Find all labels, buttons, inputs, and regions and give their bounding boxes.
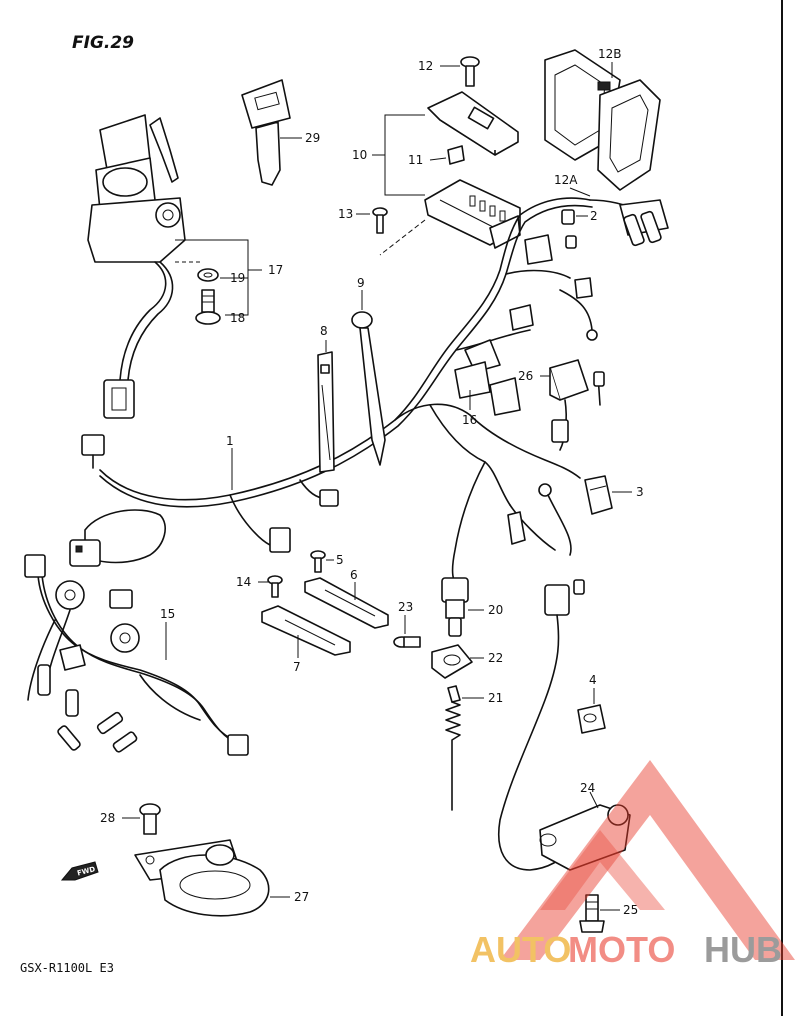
- callout-10: 10: [352, 148, 367, 162]
- callout-14: 14: [236, 575, 251, 589]
- watermark-text-moto: MOTO: [568, 929, 675, 970]
- key-29: [241, 79, 291, 186]
- callout-17: 17: [268, 263, 283, 277]
- callout-6: 6: [350, 568, 358, 582]
- relay-box-12b: [544, 49, 661, 191]
- screw-18: [195, 289, 221, 325]
- relay-26: [549, 359, 605, 451]
- callout-3: 3: [636, 485, 644, 499]
- bolt-23: [393, 636, 421, 648]
- clamp-4: [577, 704, 606, 734]
- screw-14: [267, 575, 283, 598]
- horn-27: [134, 839, 270, 917]
- screw-12: [460, 56, 480, 87]
- callout-18: 18: [230, 311, 245, 325]
- side-stand-switch-24: [498, 579, 631, 871]
- callout-2: 2: [590, 209, 598, 223]
- washer-19: [197, 268, 219, 282]
- callout-15: 15: [160, 607, 175, 621]
- callout-20: 20: [488, 603, 503, 617]
- screw-5: [310, 550, 326, 573]
- bracket-7: [261, 605, 351, 656]
- fuse-box-10: [424, 179, 521, 249]
- callout-1: 1: [226, 434, 234, 448]
- switch-20: [441, 461, 486, 637]
- figure-label: FIG.29: [72, 33, 134, 53]
- ignition-switch: [87, 114, 186, 419]
- fuse-box-cover: [427, 91, 519, 156]
- watermark-text-hub: HUB: [704, 929, 782, 970]
- callout-27: 27: [294, 890, 309, 904]
- callout-13: 13: [338, 207, 353, 221]
- callout-7: 7: [293, 660, 301, 674]
- callout-26: 26: [518, 369, 533, 383]
- screw-13: [372, 207, 388, 234]
- bolt-25: [579, 894, 605, 933]
- watermark-text-auto: AUTO: [470, 929, 571, 970]
- callout-12: 12: [418, 59, 433, 73]
- fuse-2: [561, 209, 577, 249]
- relay-12a: [589, 199, 669, 247]
- callout-12a: 12A: [554, 173, 578, 187]
- sub-harness-15: [24, 554, 249, 756]
- callout-29: 29: [305, 131, 320, 145]
- callout-4: 4: [589, 673, 597, 687]
- bracket-22: [431, 644, 473, 679]
- callout-12b: 12B: [598, 47, 622, 61]
- callout-8: 8: [320, 324, 328, 338]
- wiring-harness-1: [81, 197, 598, 553]
- bracket-6: [304, 577, 389, 629]
- callout-5: 5: [336, 553, 344, 567]
- clamp-3: [584, 475, 613, 515]
- spring-21: [445, 685, 461, 811]
- clamp-8: [317, 351, 335, 473]
- callout-22: 22: [488, 651, 503, 665]
- callout-28: 28: [100, 811, 115, 825]
- callout-24: 24: [580, 781, 595, 795]
- callout-25: 25: [623, 903, 638, 917]
- watermark-logo: AUTO MOTO HUB: [470, 760, 795, 970]
- ignition-coil: [69, 509, 166, 567]
- callout-21: 21: [488, 691, 503, 705]
- callout-16: 16: [462, 413, 477, 427]
- fuse-11: [447, 145, 465, 165]
- tie-9: [351, 311, 386, 466]
- forward-arrow-icon: FWD: [60, 861, 99, 881]
- callout-19: 19: [230, 271, 245, 285]
- callout-11: 11: [408, 153, 423, 167]
- callout-9: 9: [357, 276, 365, 290]
- callout-23: 23: [398, 600, 413, 614]
- model-label: GSX-R1100L E3: [20, 961, 114, 975]
- bolt-28: [139, 803, 161, 835]
